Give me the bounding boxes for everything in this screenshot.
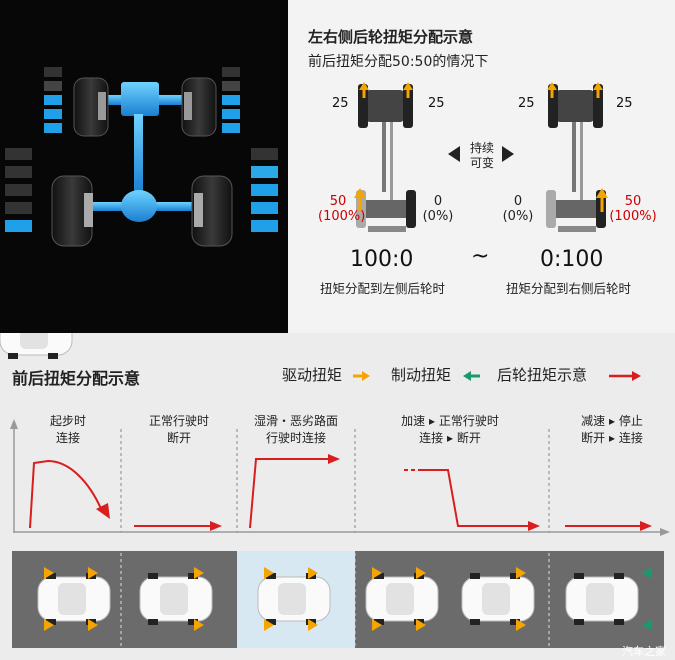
car-slippery	[257, 572, 331, 626]
rear-torque-curves	[29, 458, 642, 529]
column-normal-line2: 断开	[166, 431, 191, 445]
left-ratio: 100:0	[350, 247, 414, 272]
column-accel-line1: 加速 ▸ 正常行驶时	[401, 414, 499, 428]
right-ratio: 0:100	[540, 247, 604, 272]
column-normal-line1: 正常行驶时	[148, 414, 209, 428]
front-right-wheel	[181, 77, 217, 137]
right-rear-left-percent: (0%)	[502, 209, 534, 224]
rear-torque-arrow-icon	[609, 371, 641, 381]
rear-left-wheel	[51, 175, 93, 247]
right-rear-left-value: 0 (0%)	[498, 194, 538, 224]
legend-brake: 制动扭矩	[391, 364, 451, 385]
drivetrain-illustration	[5, 67, 278, 247]
split-subtitle: 前后扭矩分配50:50的情况下	[308, 54, 489, 70]
left-rear-left-value: 50 (100%)	[318, 194, 366, 224]
front-left-torque-bars	[44, 67, 62, 133]
timeline-title: 前后扭矩分配示意	[12, 369, 141, 388]
curve-arrowheads	[96, 454, 652, 531]
chassis-drawings	[354, 82, 608, 232]
rear-differential	[121, 190, 157, 222]
watermark: 汽车之家	[622, 645, 666, 658]
brake-torque-arrows	[642, 567, 652, 631]
continuously-variable-label: 持续 可变	[463, 141, 501, 171]
continuously-variable-line2: 可变	[469, 156, 494, 170]
left-caption: 扭矩分配到左侧后轮时	[320, 281, 446, 296]
rear-right-wheel	[191, 175, 233, 247]
right-rear-right-value: 50 (100%)	[608, 194, 658, 224]
rear-right-torque-bars	[251, 148, 278, 232]
front-right-torque-bars	[222, 67, 240, 133]
drivetrain-illustration-panel	[0, 0, 288, 333]
column-slippery-line2: 行驶时连接	[265, 431, 326, 445]
left-rear-left-number: 50	[329, 194, 347, 209]
legend-rear: 后轮扭矩示意	[497, 364, 587, 385]
right-front-left-value: 25	[518, 96, 535, 111]
column-dividers	[120, 429, 550, 532]
left-front-right-value: 25	[428, 96, 445, 111]
left-chassis	[354, 82, 416, 232]
arrow-right-icon	[502, 146, 514, 162]
front-rear-torque-panel: 前后扭矩分配示意 驱动扭矩 制动扭矩 后轮扭矩示意	[0, 333, 675, 660]
column-start-line2: 连接	[55, 431, 80, 445]
right-front-right-value: 25	[616, 96, 633, 111]
left-rear-left-percent: (100%)	[318, 209, 366, 224]
legend-brake-label: 制动扭矩	[391, 366, 452, 384]
legend-drive: 驱动扭矩	[282, 364, 342, 385]
front-left-wheel	[73, 77, 109, 137]
column-decel-line1: 减速 ▸ 停止	[581, 414, 643, 428]
column-label-normal: 正常行驶时 断开	[124, 413, 234, 447]
left-rear-right-percent: (0%)	[422, 209, 454, 224]
left-rear-right-value: 0 (0%)	[418, 194, 458, 224]
drive-shaft	[134, 114, 143, 194]
tilde: ~	[471, 244, 490, 269]
left-front-left-value: 25	[332, 96, 349, 111]
legend-rear-label: 后轮扭矩示意	[497, 366, 588, 384]
front-differential	[121, 82, 159, 116]
curve-accel	[422, 469, 530, 527]
column-slippery-line1: 湿滑・恶劣路面	[253, 414, 338, 428]
curve-slippery	[249, 458, 330, 529]
right-rear-right-percent: (100%)	[609, 209, 657, 224]
column-label-decel: 减速 ▸ 停止 断开 ▸ 连接	[556, 413, 668, 447]
column-accel-line2: 连接 ▸ 断开	[419, 431, 481, 445]
car-accel	[365, 572, 439, 626]
car	[0, 333, 73, 359]
rear-left-torque-bars	[5, 148, 32, 232]
rear-torque-split-panel: 左右侧后轮扭矩分配示意 前后扭矩分配50:50的情况下	[288, 0, 675, 333]
column-decel-line2: 断开 ▸ 连接	[581, 431, 643, 445]
split-title: 左右侧后轮扭矩分配示意	[308, 28, 474, 46]
arrow-left-icon	[448, 146, 460, 162]
car-decel	[565, 572, 639, 626]
legend-drive-label: 驱动扭矩	[282, 366, 343, 384]
car-start	[37, 572, 111, 626]
car-row	[0, 333, 652, 631]
curve-start	[29, 459, 103, 529]
right-chassis	[546, 82, 608, 232]
drive-torque-arrows	[44, 567, 526, 631]
continuously-variable-line1: 持续	[469, 141, 494, 155]
car-cruise	[461, 572, 535, 626]
column-label-start: 起步时 连接	[18, 413, 118, 447]
drive-arrow-icon	[353, 371, 370, 381]
right-rear-right-number: 50	[624, 194, 642, 209]
column-label-accel: 加速 ▸ 正常行驶时 连接 ▸ 断开	[380, 413, 520, 447]
torque-graph	[10, 419, 670, 648]
car-normal	[139, 572, 213, 626]
left-rear-right-number: 0	[433, 194, 443, 209]
right-caption: 扭矩分配到右侧后轮时	[506, 281, 632, 296]
column-label-slippery: 湿滑・恶劣路面 行驶时连接	[240, 413, 352, 447]
right-rear-left-number: 0	[513, 194, 523, 209]
brake-arrow-icon	[463, 371, 480, 381]
column-start-line1: 起步时	[49, 414, 86, 428]
